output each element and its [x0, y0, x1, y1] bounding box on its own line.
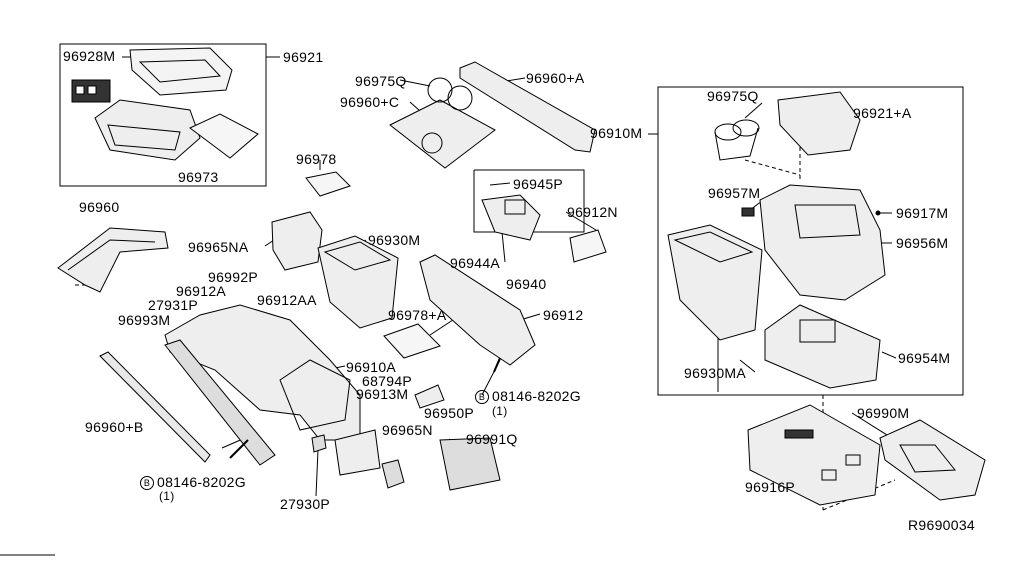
label-96965NA: 96965NA [188, 239, 249, 255]
part-96954M-bracket [764, 304, 881, 389]
label-96945P: 96945P [513, 176, 564, 192]
label-68794P: 68794P [362, 373, 413, 389]
label-08146-a-text: 08146-8202G [492, 388, 581, 404]
label-96992P: 96992P [208, 269, 259, 285]
group-box-console-assembly [657, 86, 964, 396]
part-96950P [414, 384, 445, 409]
label-96978A: 96978+A [388, 307, 447, 323]
part-96930MA-bin [667, 224, 763, 341]
label-08146-a-qty: (1) [492, 404, 508, 418]
part-96945P-bracket [481, 194, 541, 241]
label-27931P: 27931P [148, 297, 199, 313]
part-96921-lid [129, 47, 233, 96]
part-96973-pad [189, 113, 259, 159]
group-box-96940 [473, 169, 585, 233]
part-96978A-pad [383, 323, 441, 359]
bolt-symbol-a: B [475, 390, 489, 405]
label-96912AA: 96912AA [257, 292, 317, 308]
part-96960A-trim [459, 61, 596, 153]
label-96965N: 96965N [382, 422, 433, 438]
part-housing [334, 429, 381, 476]
part-96991Q [439, 437, 501, 491]
label-08146-b-qty: (1) [159, 489, 175, 503]
label-96912N: 96912N [567, 204, 618, 220]
diagram-id: R9690034 [908, 517, 976, 533]
label-96990M: 96990M [857, 405, 910, 421]
part-96957M [741, 207, 755, 217]
part-96960-frame [57, 227, 169, 293]
part-96965N [381, 459, 405, 489]
label-96921: 96921 [283, 49, 324, 65]
part-96990M-tray [879, 419, 986, 501]
label-96912: 96912 [543, 307, 584, 323]
part-96978-pad [305, 171, 351, 197]
label-96910M: 96910M [590, 125, 643, 141]
part-96912-panel [419, 254, 536, 366]
group-box-armrest [59, 43, 267, 187]
part-armrest-base [94, 99, 201, 161]
part-96921A-lid [777, 91, 861, 156]
label-96957M: 96957M [708, 185, 761, 201]
label-96975Q-a: 96975Q [355, 73, 407, 89]
label-96975Q-b: 96975Q [707, 88, 759, 104]
label-96940: 96940 [506, 276, 547, 292]
label-96993M: 96993M [118, 312, 171, 328]
label-96960C: 96960+C [340, 94, 400, 110]
label-96910A: 96910A [346, 359, 397, 375]
label-27930P: 27930P [280, 496, 331, 512]
label-96921A: 96921+A [853, 105, 912, 121]
part-96965NA-box [271, 211, 323, 271]
part-96917M [875, 210, 881, 216]
label-96956M: 96956M [896, 235, 949, 251]
label-96960B: 96960+B [85, 419, 144, 435]
part-96912N-pad [569, 229, 607, 263]
label-96991Q: 96991Q [466, 431, 518, 447]
label-96954M: 96954M [898, 350, 951, 366]
label-96960A: 96960+A [526, 70, 585, 86]
label-96944A: 96944A [450, 255, 501, 271]
part-96930M-bin [317, 235, 399, 329]
label-96973: 96973 [178, 169, 219, 185]
label-96917M: 96917M [896, 205, 949, 221]
part-96956M-body [759, 184, 886, 301]
bolt-08146-b [229, 439, 249, 459]
label-96930MA: 96930MA [684, 365, 747, 381]
label-96928M: 96928M [63, 48, 116, 64]
part-27930P [311, 434, 327, 453]
label-08146-b-text: 08146-8202G [157, 474, 246, 490]
part-96916P-plate [747, 404, 881, 506]
bolt-symbol-b: B [140, 476, 154, 491]
part-96960B-strip [99, 351, 211, 463]
part-96928M-switch [71, 79, 111, 103]
label-96930M: 96930M [368, 232, 421, 248]
label-96960: 96960 [79, 199, 120, 215]
label-96913M: 96913M [356, 386, 409, 402]
part-96960C-panel [389, 77, 496, 169]
part-96975Q-cupholder-b [714, 119, 760, 161]
bolt-08146-a [493, 357, 501, 373]
label-96978: 96978 [296, 151, 337, 167]
label-96950P: 96950P [424, 405, 475, 421]
label-96916P: 96916P [745, 479, 796, 495]
label-96912A: 96912A [176, 283, 227, 299]
